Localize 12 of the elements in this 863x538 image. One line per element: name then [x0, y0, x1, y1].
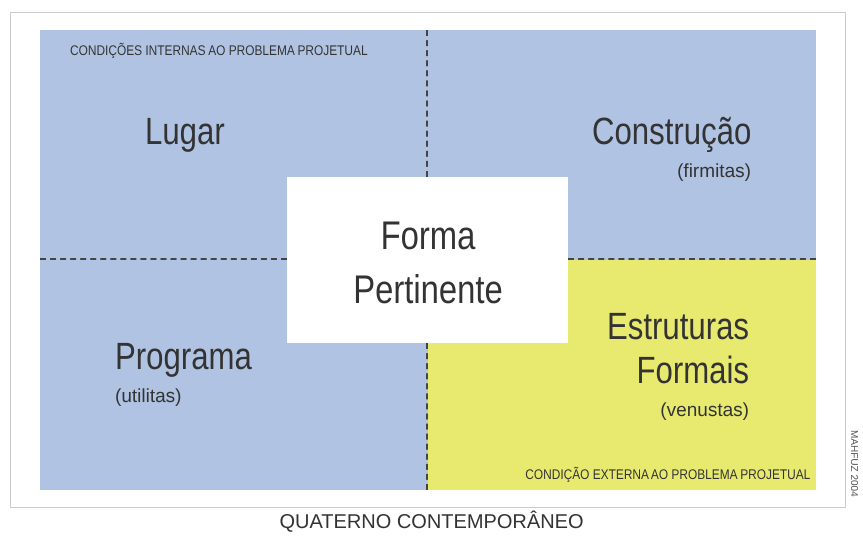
node-title: Estruturas Formais: [606, 305, 749, 393]
condition-note: CONDIÇÕES INTERNAS AO PROBLEMA PROJETUAL: [70, 42, 368, 58]
node-subtitle: (firmitas): [677, 160, 751, 184]
caption: QUATERNO CONTEMPORÂNEO: [278, 511, 585, 534]
node-subtitle: (venustas): [660, 399, 749, 423]
node-title: Lugar: [145, 110, 225, 154]
node-title: Forma Pertinente: [352, 213, 504, 314]
node-title: Construção: [592, 110, 751, 154]
condition-note: CONDIÇÃO EXTERNA AO PROBLEMA PROJETUAL: [524, 466, 810, 482]
node-title: Programa: [115, 335, 252, 379]
author-credit: MAHFUZ 2004: [848, 430, 859, 497]
node-subtitle: (utilitas): [115, 385, 182, 409]
